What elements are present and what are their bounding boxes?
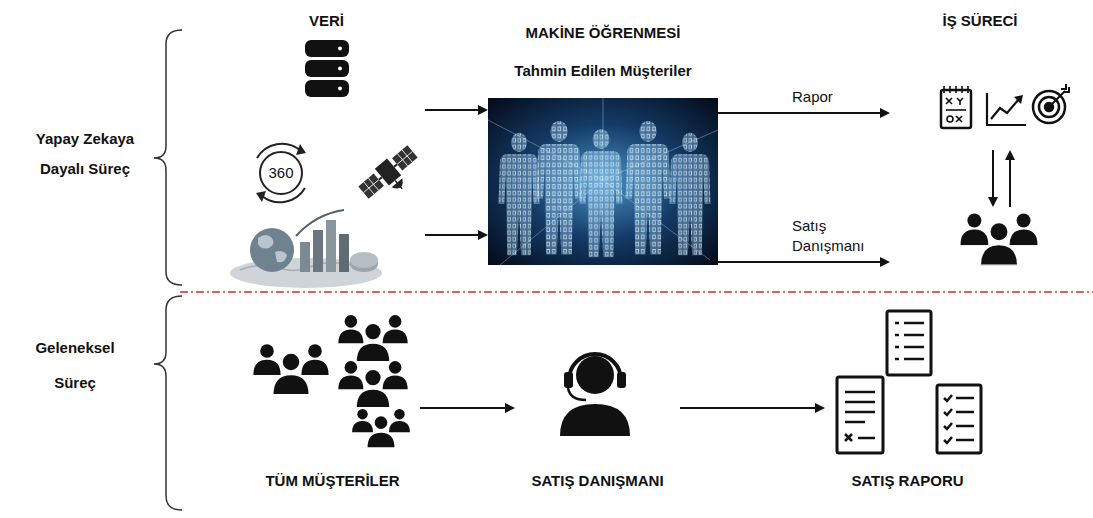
node-heading: VERİ — [309, 12, 344, 30]
arrow-head — [880, 257, 890, 267]
business-process-group: İŞ SÜRECİ — [890, 8, 1070, 270]
data-group: VERİ — [228, 6, 425, 290]
machine-learning-picture — [488, 98, 718, 265]
customers-icon — [253, 315, 410, 448]
node-heading: MAKİNE ÖĞRENMESİ — [525, 24, 680, 42]
360-view-icon — [256, 144, 306, 203]
flow-arrow — [425, 230, 488, 240]
flow-arrow — [718, 257, 890, 267]
icon-number: 360 — [261, 163, 301, 183]
curly-bracket — [154, 30, 182, 285]
arrow-head — [880, 108, 890, 118]
headset-agent-icon — [560, 354, 630, 436]
arrow-line — [420, 407, 507, 409]
growth-chart-icon — [987, 93, 1026, 125]
node-subheading: Tahmin Edilen Müşteriler — [514, 62, 691, 80]
node-heading: SATIŞ DANIŞMANI — [531, 472, 663, 490]
node-heading: SATIŞ RAPORU — [851, 472, 963, 490]
arrow-line — [425, 109, 480, 111]
finance-globe-picture — [230, 210, 382, 288]
database-icon — [305, 40, 349, 97]
formula-notebook-icon — [941, 86, 971, 128]
flow-arrow — [680, 403, 825, 413]
customers-node: TÜM MÜŞTERİLER — [245, 315, 420, 500]
flow-arrow — [420, 403, 515, 413]
team-icon — [960, 214, 1037, 266]
feedback-arrows — [988, 150, 1015, 207]
arrow-line — [680, 407, 817, 409]
report-documents-icon — [837, 311, 981, 453]
process-label: Yapay Zekaya Dayalı Süreç — [16, 124, 154, 184]
curly-bracket — [154, 296, 182, 510]
ml-group: MAKİNE ÖĞRENMESİ Tahmin Edilen Müşteriler — [488, 16, 718, 265]
arrow-head — [505, 403, 515, 413]
arrow-line — [718, 112, 882, 114]
arrow-head — [478, 230, 488, 240]
arrow-head — [478, 105, 488, 115]
consultant-node: SATIŞ DANIŞMANI — [515, 335, 680, 500]
arrow-line — [718, 261, 882, 263]
node-heading: İŞ SÜRECİ — [942, 12, 1017, 30]
flow-arrow — [718, 108, 890, 118]
node-heading: TÜM MÜŞTERİLER — [265, 472, 399, 490]
arrow-line — [425, 234, 480, 236]
flow-arrow — [425, 105, 488, 115]
separator-line — [180, 291, 1093, 292]
edge-label: Satış Danışmanı — [790, 216, 886, 256]
satellite-icon — [356, 143, 426, 209]
process-label: Geleneksel Süreç — [20, 330, 130, 400]
target-icon — [1033, 84, 1069, 123]
edge-label: Rapor — [790, 87, 835, 107]
report-node: SATIŞ RAPORU — [825, 305, 990, 500]
arrow-head — [815, 403, 825, 413]
